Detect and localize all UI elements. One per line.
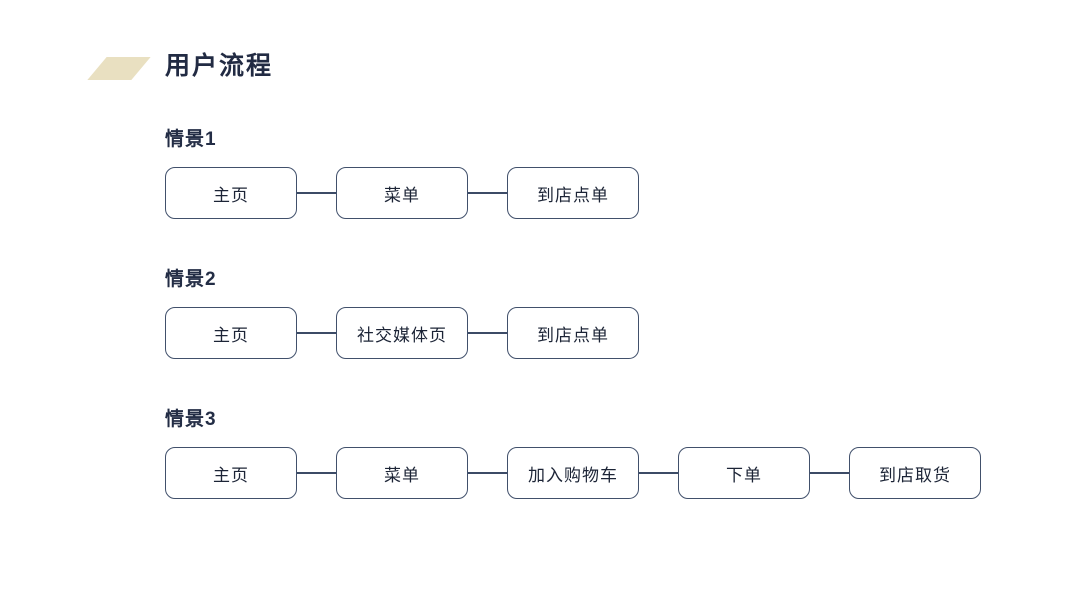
flow-node: 主页 — [165, 447, 297, 499]
flow-row: 主页 菜单 到店点单 — [165, 167, 639, 219]
scenario-label: 情景1 — [165, 129, 217, 150]
scenario-label: 情景3 — [165, 409, 217, 430]
flow-node: 主页 — [165, 307, 297, 359]
page-title: 用户流程 — [165, 52, 274, 80]
scenario-section-3: 情景3 主页 菜单 加入购物车 下单 到店取货 — [165, 408, 981, 499]
scenario-label: 情景2 — [165, 269, 217, 290]
connector-line — [639, 472, 678, 474]
connector-line — [297, 472, 336, 474]
scenario-section-1: 情景1 主页 菜单 到店点单 — [165, 128, 639, 219]
connector-line — [468, 472, 507, 474]
connector-line — [297, 332, 336, 334]
connector-line — [468, 332, 507, 334]
flow-row: 主页 菜单 加入购物车 下单 到店取货 — [165, 447, 981, 499]
flow-node: 到店取货 — [849, 447, 981, 499]
flow-node: 下单 — [678, 447, 810, 499]
flow-row: 主页 社交媒体页 到店点单 — [165, 307, 639, 359]
parallelogram-icon — [87, 57, 151, 80]
flow-node: 到店点单 — [507, 167, 639, 219]
flow-node: 加入购物车 — [507, 447, 639, 499]
connector-line — [297, 192, 336, 194]
flow-node: 菜单 — [336, 447, 468, 499]
connector-line — [468, 192, 507, 194]
connector-line — [810, 472, 849, 474]
flow-node: 主页 — [165, 167, 297, 219]
scenario-section-2: 情景2 主页 社交媒体页 到店点单 — [165, 268, 639, 359]
flow-node: 到店点单 — [507, 307, 639, 359]
flow-node: 菜单 — [336, 167, 468, 219]
flow-node: 社交媒体页 — [336, 307, 468, 359]
